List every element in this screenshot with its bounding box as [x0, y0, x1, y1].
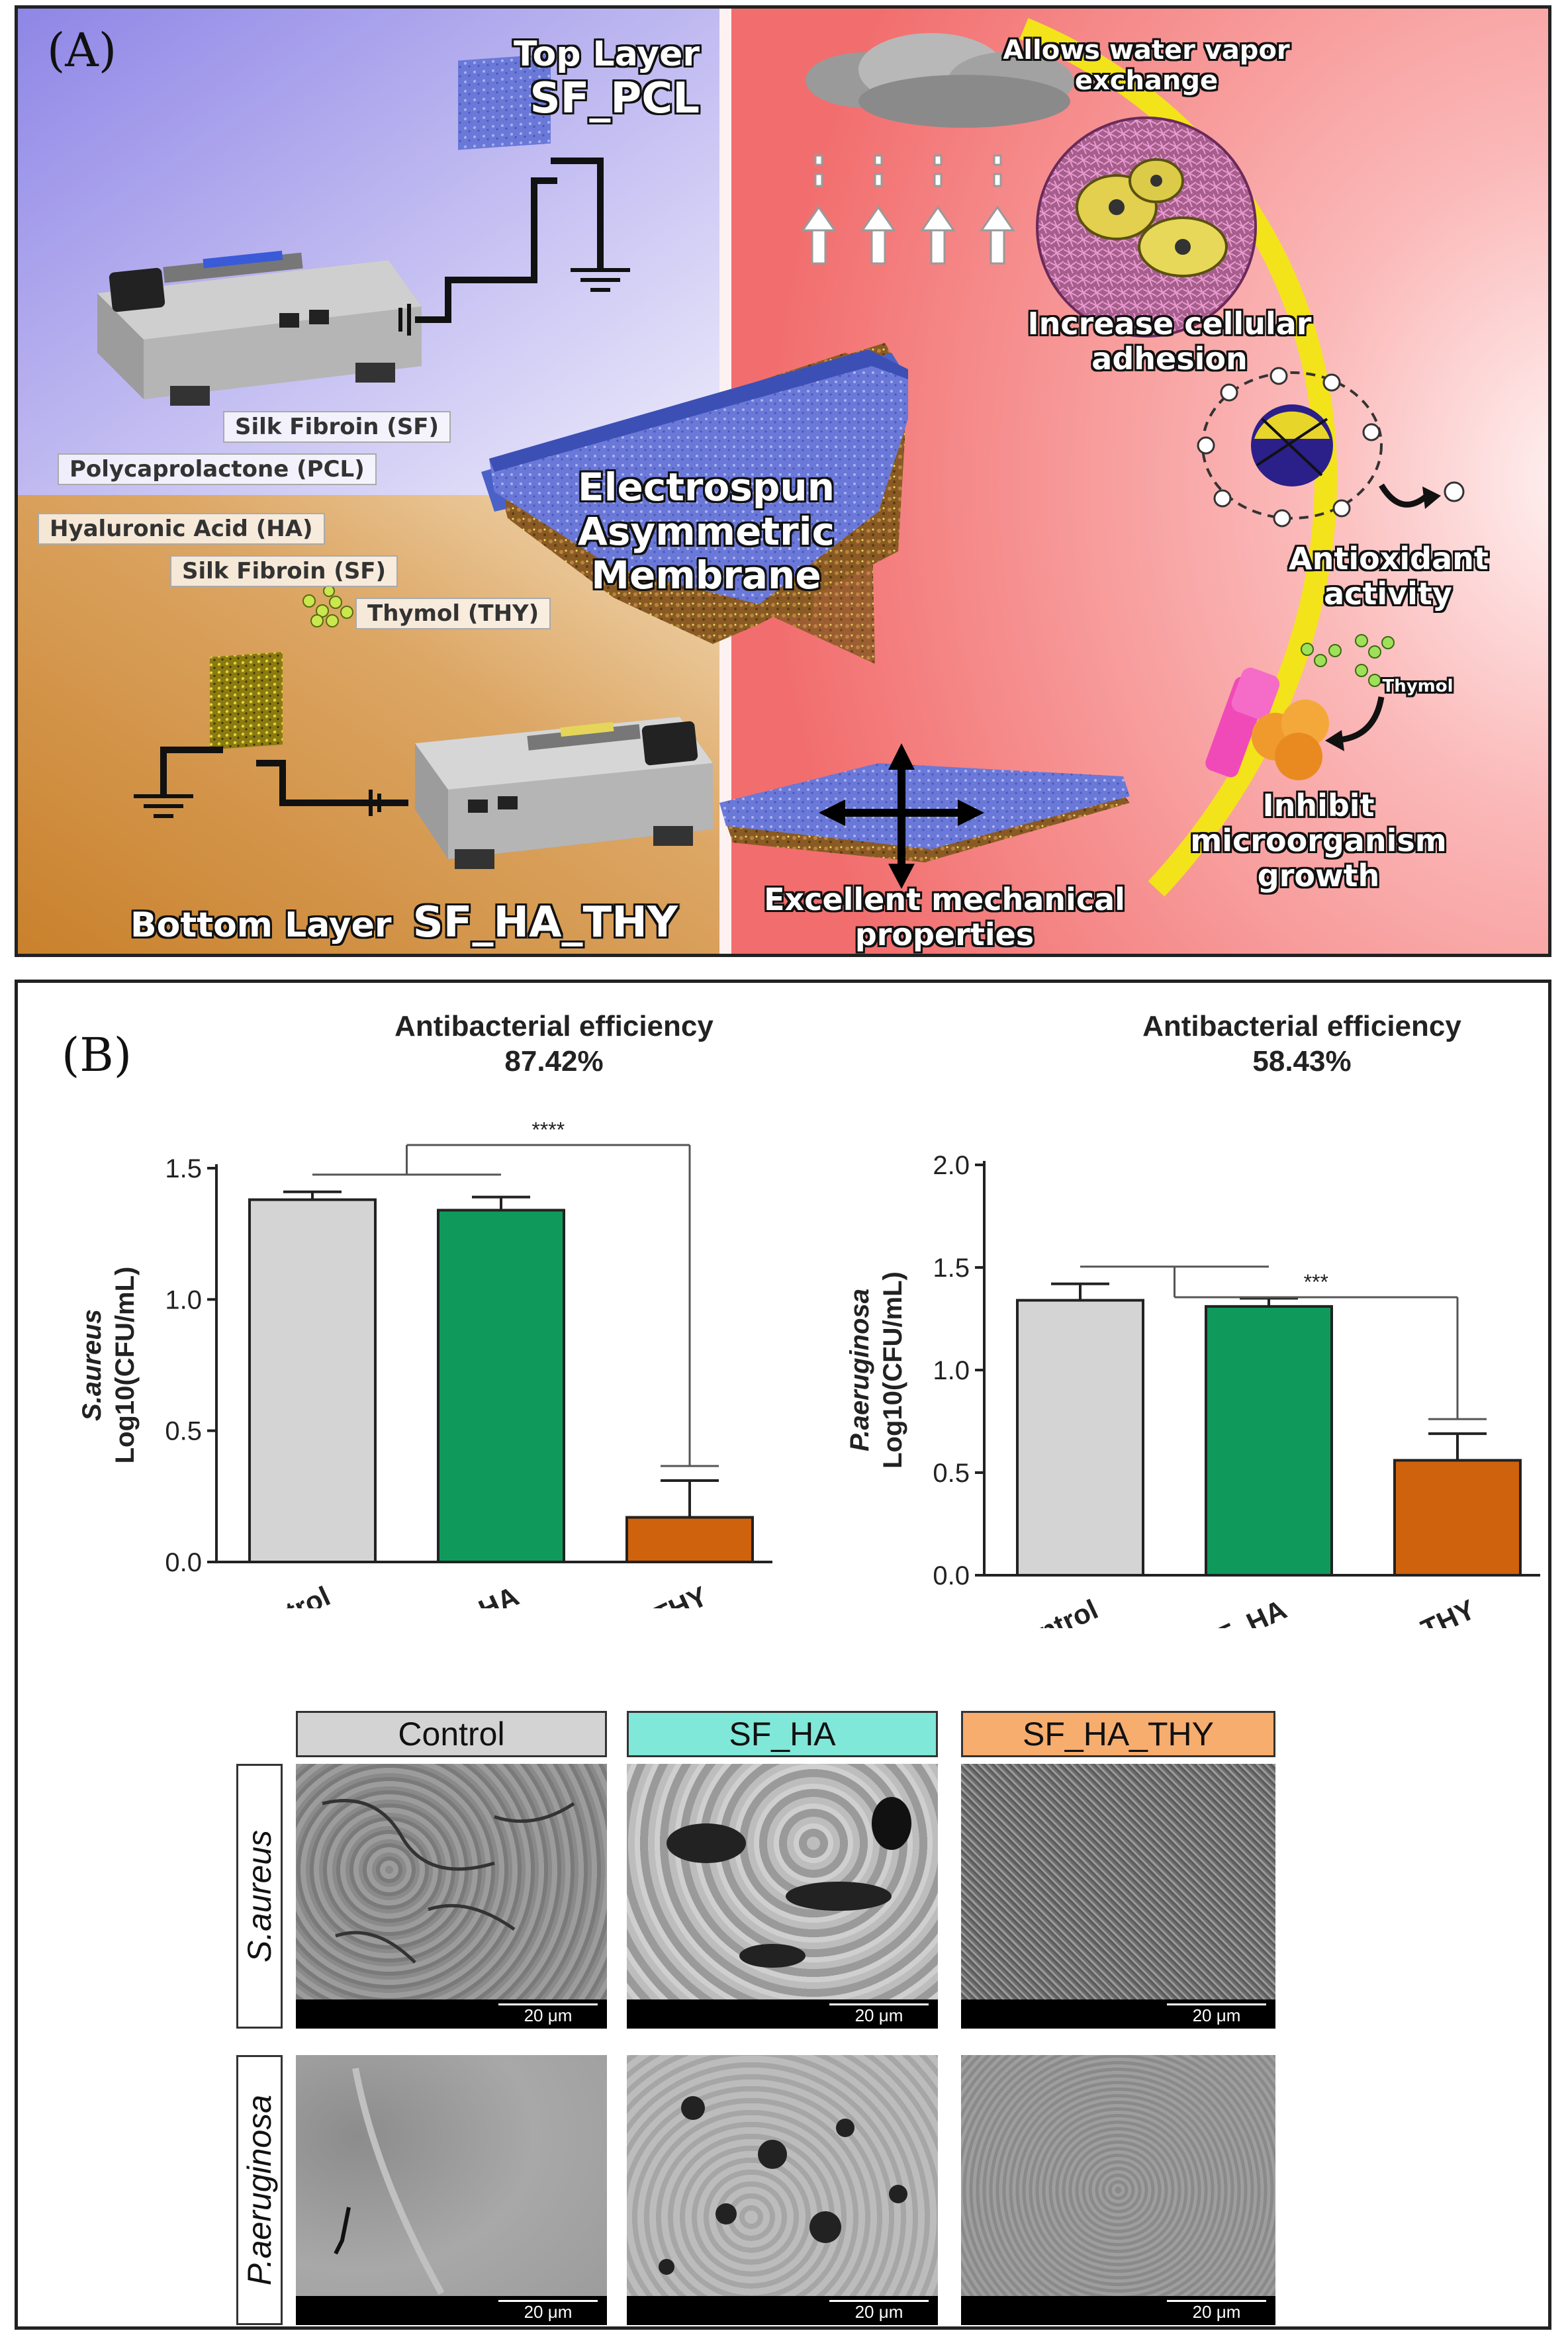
y-axis-species-label: S.aureus	[77, 1309, 107, 1421]
scale-bar-label: 20 μm	[829, 1999, 929, 2025]
component-silk-fibroin-bottom: Silk Fibroin (SF)	[170, 555, 398, 587]
sem-image-sf-ha-s-aureus: 20 μm	[627, 1764, 938, 2029]
sem-image-sf-ha-thy-p-aeruginosa: 20 μm	[961, 2055, 1275, 2325]
component-thymol: Thymol (THY)	[355, 598, 551, 629]
component-silk-fibroin-top: Silk Fibroin (SF)	[223, 411, 451, 443]
sem-image-sf-ha-p-aeruginosa: 20 μm	[627, 2055, 938, 2325]
cloud-icon	[806, 33, 1074, 128]
antioxidant-label: Antioxidant activity	[1289, 541, 1489, 612]
electrospinning-device-bottom-icon	[134, 652, 713, 869]
y-tick-label: 1.0	[933, 1356, 970, 1385]
y-tick-label: 0.0	[933, 1561, 970, 1590]
bar-sf-ha-thy	[625, 1516, 754, 1563]
y-tick-label: 0.5	[933, 1459, 970, 1488]
y-tick-label: 2.0	[933, 1151, 970, 1180]
y-tick-label: 0.0	[165, 1548, 202, 1577]
bar-sf-ha-thy	[1393, 1459, 1522, 1577]
sem-row-label-p-aeruginosa: P.aeruginosa	[236, 2055, 283, 2325]
significance-stars: ****	[531, 1118, 565, 1142]
y-axis-label: Log10(CFU/mL)	[111, 1267, 140, 1464]
sem-row-label-s-aureus: S.aureus	[236, 1764, 283, 2029]
thymol-label: Thymol	[1382, 676, 1453, 696]
top-layer-name: SF_PCL	[530, 73, 700, 123]
y-tick-label: 1.5	[933, 1254, 970, 1283]
vapor-arrows-icon	[801, 154, 1015, 265]
category-label: SF_HA	[428, 1581, 524, 1608]
chart1-efficiency-value: 87.42%	[504, 1044, 604, 1078]
scale-bar-label: 20 μm	[829, 2296, 929, 2322]
bar-sf-ha	[437, 1209, 565, 1563]
y-tick-label: 1.0	[165, 1285, 202, 1314]
y-axis-label: Log10(CFU/mL)	[878, 1271, 907, 1469]
panel-a: (A) Top Layer SF_PCL Bottom Layer SF_HA_…	[15, 5, 1551, 957]
category-label: SF_HA_THY	[1320, 1594, 1480, 1628]
panel-a-label: (A)	[47, 23, 117, 77]
microorganism-label: Inhibit microorganism growth	[1190, 788, 1447, 894]
sem-header-sf-ha-thy: SF_HA_THY	[961, 1711, 1275, 1757]
category-label: SF_HA	[1195, 1594, 1291, 1628]
panel-a-illustration	[18, 9, 1548, 954]
sem-image-sf-ha-thy-s-aureus: 20 μm	[961, 1764, 1275, 2029]
microorganism-icon	[1205, 634, 1395, 780]
category-label: Control	[1000, 1594, 1103, 1628]
sem-image-control-p-aeruginosa: 20 μm	[296, 2055, 607, 2325]
scale-bar-label: 20 μm	[498, 2296, 598, 2322]
scale-bar-label: 20 μm	[498, 1999, 598, 2025]
category-label: Control	[232, 1581, 335, 1608]
bottom-layer-prefix: Bottom Layer	[130, 905, 392, 945]
y-tick-label: 1.5	[165, 1154, 202, 1183]
y-tick-label: 0.5	[165, 1417, 202, 1446]
bottom-layer-title: Bottom Layer SF_HA_THY	[130, 898, 726, 948]
chart2-title-text: Antibacterial efficiency	[1142, 1010, 1461, 1042]
asymmetric-membrane-icon	[481, 343, 908, 664]
sem-image-control-s-aureus: 20 μm	[296, 1764, 607, 2029]
cell-adhesion-icon	[1036, 116, 1257, 338]
sem-row-label-p-aeruginosa-text: P.aeruginosa	[241, 2094, 278, 2286]
sem-header-control: Control	[296, 1711, 607, 1757]
chart2-title: Antibacterial efficiency 58.43%	[1064, 1009, 1540, 1079]
scale-bar-label: 20 μm	[1167, 1999, 1266, 2025]
sem-header-sf-ha: SF_HA	[627, 1711, 938, 1757]
chart1-title: Antibacterial efficiency 87.42%	[316, 1009, 792, 1079]
membrane-label: Electrospun Asymmetric Membrane	[577, 465, 835, 598]
component-polycaprolactone: Polycaprolactone (PCL)	[58, 453, 377, 485]
y-axis-species-label: P.aeruginosa	[845, 1289, 874, 1451]
top-layer-title: Top Layer SF_PCL	[329, 34, 700, 123]
antioxidant-atom-icon	[1197, 367, 1465, 527]
vapor-exchange-label: Allows water vapor exchange	[1003, 35, 1290, 96]
mechanical-properties-icon	[719, 743, 1130, 889]
scale-bar-label: 20 μm	[1167, 2296, 1266, 2322]
significance-stars: ***	[1304, 1270, 1328, 1294]
category-label: SF_HA_THY	[552, 1581, 712, 1608]
sem-row-label-s-aureus-text: S.aureus	[241, 1829, 278, 1963]
component-hyaluronic-acid: Hyaluronic Acid (HA)	[38, 513, 325, 545]
panel-b-label: (B)	[62, 1028, 132, 1082]
bar-sf-ha	[1205, 1305, 1333, 1577]
mechanical-label: Excellent mechanical properties	[764, 882, 1125, 952]
chart2-efficiency-value: 58.43%	[1252, 1044, 1352, 1078]
sem-grid: Control SF_HA SF_HA_THY S.aureus P.aerug…	[236, 1711, 1282, 2326]
chart1-title-text: Antibacterial efficiency	[394, 1010, 714, 1042]
bar-control	[248, 1198, 377, 1564]
skin-arc	[1019, 18, 1337, 897]
top-layer-prefix: Top Layer	[513, 34, 700, 74]
bar-control	[1016, 1299, 1144, 1577]
bottom-layer-name: SF_HA_THY	[412, 898, 678, 947]
cellular-adhesion-label: Increase cellular adhesion	[1027, 306, 1312, 377]
electrospinning-device-top-icon	[97, 54, 630, 406]
